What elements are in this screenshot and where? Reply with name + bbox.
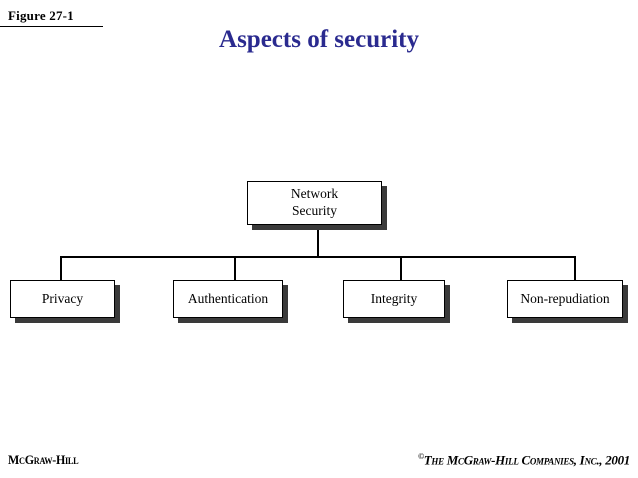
connector-root-vertical	[317, 228, 319, 257]
node-label-line1: Network	[290, 186, 339, 202]
figure-label: Figure 27-1	[8, 8, 74, 23]
node-label-non-repudiation: Non-repudiation	[520, 290, 610, 306]
node-network-security[interactable]: Network Security	[247, 181, 382, 225]
node-privacy[interactable]: Privacy	[10, 280, 115, 318]
node-label-privacy: Privacy	[41, 290, 84, 306]
connector-drop-integrity	[400, 256, 402, 280]
node-label-integrity: Integrity	[370, 290, 418, 306]
footer-copyright-text: The McGraw-Hill Companies, Inc., 2001	[423, 452, 631, 467]
page-title: Aspects of security	[219, 26, 419, 53]
node-label-line2: Security	[292, 203, 337, 218]
node-non-repudiation[interactable]: Non-repudiation	[507, 280, 623, 318]
connector-drop-non-repudiation	[574, 256, 576, 280]
copyright-icon: ©	[418, 451, 424, 461]
node-integrity[interactable]: Integrity	[343, 280, 445, 318]
node-authentication[interactable]: Authentication	[173, 280, 283, 318]
connector-horizontal-bus	[60, 256, 575, 258]
footer-copyright: ©The McGraw-Hill Companies, Inc., 2001	[418, 452, 630, 468]
figure-label-underline	[0, 26, 103, 27]
footer-brand: McGraw-Hill	[8, 452, 79, 467]
connector-drop-privacy	[60, 256, 62, 280]
connector-drop-authentication	[234, 256, 236, 280]
node-label-authentication: Authentication	[187, 290, 269, 306]
